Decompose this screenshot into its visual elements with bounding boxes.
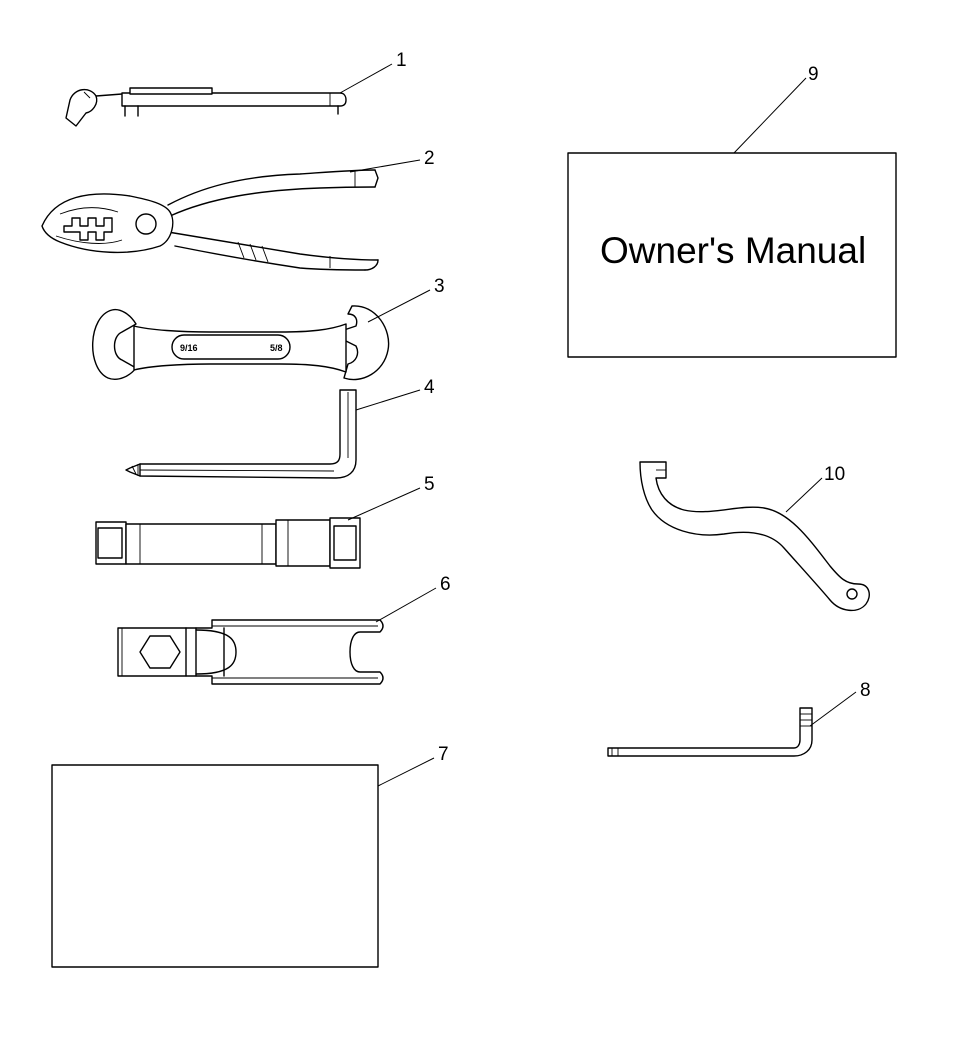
callout-2: 2 (424, 148, 435, 169)
leader-6 (375, 587, 437, 623)
part-3-wrench: 9/16 5/8 (91, 305, 390, 381)
leader-7 (377, 757, 435, 787)
callout-7: 7 (438, 744, 449, 765)
leader-1 (339, 63, 393, 94)
part-6-box-wrench (117, 619, 384, 685)
leader-4 (355, 389, 421, 411)
callout-4: 4 (424, 377, 435, 398)
leader-9 (733, 77, 807, 154)
part-1-strap (65, 87, 347, 127)
wrench-size-plate (171, 334, 291, 360)
wrench-mark-left: 9/16 (180, 343, 198, 353)
callout-10: 10 (824, 464, 845, 485)
callout-8: 8 (860, 680, 871, 701)
callout-1: 1 (396, 50, 407, 71)
leader-lines (339, 63, 857, 787)
leader-3 (367, 289, 431, 323)
part-8-hex-key (607, 707, 813, 757)
callout-numbers: 1 2 3 4 5 6 7 8 9 10 (396, 50, 871, 765)
callout-3: 3 (434, 276, 445, 297)
part-10-spanner (639, 461, 870, 611)
leader-10 (785, 477, 823, 513)
part-9-owners-manual: Owner's Manual (567, 152, 897, 358)
part-7-booklet (51, 764, 379, 968)
callout-6: 6 (440, 574, 451, 595)
leader-8 (809, 691, 857, 727)
wrench-mark-right: 5/8 (270, 343, 283, 353)
leader-2 (349, 159, 421, 173)
part-4-l-key (125, 389, 357, 479)
leader-5 (347, 487, 421, 521)
part-2-pliers (41, 169, 379, 271)
part-5-socket (95, 517, 361, 569)
callout-5: 5 (424, 474, 435, 495)
owners-manual-title: Owner's Manual (600, 230, 866, 271)
callout-9: 9 (808, 64, 819, 85)
